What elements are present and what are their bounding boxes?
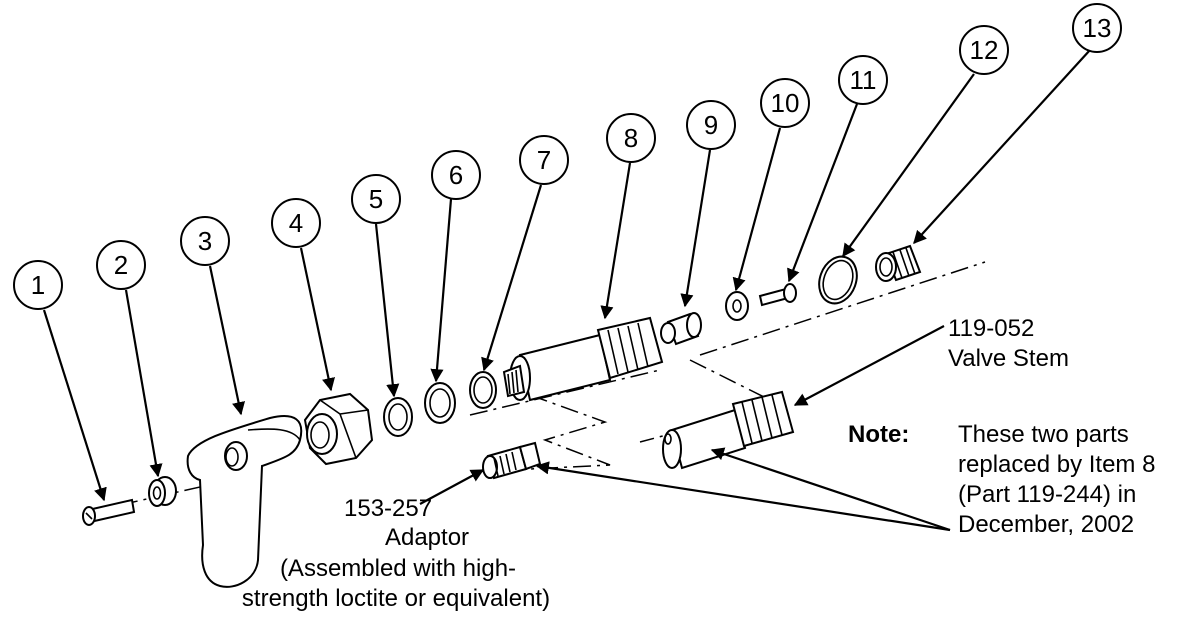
part-2-bushing	[148, 476, 177, 507]
part-1-screw	[82, 498, 136, 526]
replacement-axis-lower	[469, 394, 611, 473]
part-4-hex-nut	[303, 392, 374, 466]
svg-text:7: 7	[537, 145, 551, 175]
svg-text:1: 1	[31, 270, 45, 300]
adaptor-name: Adaptor	[385, 524, 469, 551]
svg-text:6: 6	[449, 160, 463, 190]
part-3-handle	[186, 415, 303, 588]
callout-11: 11	[838, 55, 888, 105]
note-label: Note:	[848, 421, 909, 448]
part-9-seat	[660, 312, 702, 346]
replacement-adaptor-153-257	[482, 441, 542, 480]
part-10-washer	[725, 291, 749, 321]
callout-4: 4	[271, 198, 321, 248]
callout-9: 9	[686, 100, 736, 150]
callout-1: 1	[13, 260, 63, 310]
adaptor-note-line-2: strength loctite or equivalent)	[242, 585, 550, 612]
callout-6: 6	[431, 150, 481, 200]
callout-2: 2	[96, 240, 146, 290]
replacement-valve-stem-119-052	[662, 390, 795, 470]
part-11-screw	[758, 283, 797, 307]
part-6-washer	[424, 382, 456, 424]
adaptor-note-line-1: (Assembled with high-	[280, 555, 516, 582]
note-line-2: replaced by Item 8	[958, 451, 1155, 478]
callout-12: 12	[959, 25, 1009, 75]
svg-text:5: 5	[369, 184, 383, 214]
svg-text:9: 9	[704, 110, 718, 140]
svg-text:12: 12	[970, 35, 999, 65]
valve-stem-part-number: 119-052	[948, 315, 1034, 342]
part-13-threaded-cap	[875, 244, 922, 282]
svg-text:11: 11	[850, 65, 877, 95]
svg-text:8: 8	[624, 123, 638, 153]
svg-text:3: 3	[198, 226, 212, 256]
callout-3: 3	[180, 216, 230, 266]
callout-13: 13	[1072, 3, 1122, 53]
note-line-4: December, 2002	[958, 511, 1134, 538]
svg-text:10: 10	[771, 88, 800, 118]
callout-5: 5	[351, 174, 401, 224]
svg-text:4: 4	[289, 208, 303, 238]
part-8-valve-stem	[502, 316, 664, 402]
callout-7: 7	[519, 135, 569, 185]
adaptor-part-number: 153-257	[344, 495, 432, 522]
note-line-1: These two parts	[958, 421, 1129, 448]
callout-10: 10	[760, 78, 810, 128]
leader-lines	[42, 49, 1091, 532]
callout-8: 8	[606, 113, 656, 163]
svg-text:2: 2	[114, 250, 128, 280]
part-5-washer	[383, 397, 413, 437]
part-7-o-ring	[469, 371, 497, 409]
note-line-3: (Part 119-244) in	[958, 481, 1136, 508]
svg-text:13: 13	[1083, 13, 1112, 43]
valve-stem-name: Valve Stem	[948, 345, 1069, 372]
part-12-o-ring	[818, 255, 858, 305]
